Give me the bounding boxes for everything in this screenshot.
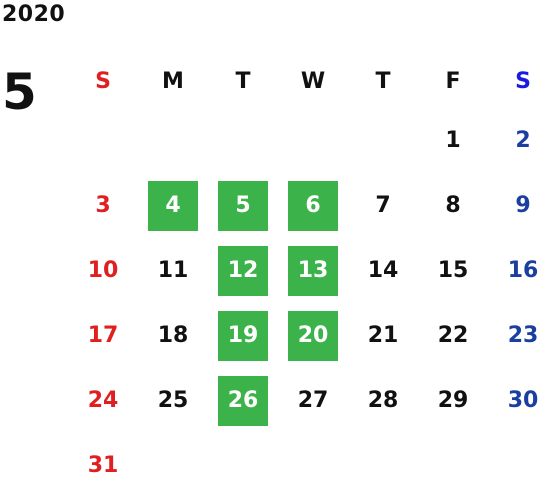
weekday-header-wed: W — [300, 69, 326, 94]
weekday-header-tue: T — [235, 69, 251, 94]
highlighted-day: 12 — [218, 245, 268, 296]
highlighted-day: 6 — [288, 180, 338, 231]
day-cell: 25 — [157, 388, 189, 413]
day-cell: 13 — [278, 238, 348, 303]
day-cell — [208, 433, 278, 498]
day-cell — [278, 108, 348, 173]
day-cell: 4 — [138, 173, 208, 238]
day-cell: 27 — [297, 388, 329, 413]
day-cell: 29 — [437, 388, 469, 413]
highlighted-day: 4 — [148, 180, 198, 231]
weekday-header-sun: S — [95, 69, 111, 94]
day-cell: 9 — [515, 193, 531, 218]
weekday-header-mon: M — [162, 69, 184, 94]
day-cell — [208, 108, 278, 173]
highlighted-day: 5 — [218, 180, 268, 231]
year-label: 2020 — [2, 2, 66, 27]
day-cell: 1 — [445, 128, 461, 153]
day-cell: 16 — [507, 258, 539, 283]
day-cell: 6 — [278, 173, 348, 238]
day-cell: 15 — [437, 258, 469, 283]
day-cell: 18 — [157, 323, 189, 348]
day-cell: 30 — [507, 388, 539, 413]
day-cell: 7 — [375, 193, 391, 218]
day-cell: 12 — [208, 238, 278, 303]
day-cell: 10 — [87, 258, 119, 283]
day-cell — [348, 433, 418, 498]
day-cell — [348, 108, 418, 173]
weekday-header-thu: T — [375, 69, 391, 94]
day-cell: 17 — [87, 323, 119, 348]
day-cell: 5 — [208, 173, 278, 238]
highlighted-day: 20 — [288, 310, 338, 361]
day-cell: 20 — [278, 303, 348, 368]
day-cell — [68, 108, 138, 173]
day-cell: 24 — [87, 388, 119, 413]
weekday-header-sat: S — [515, 69, 531, 94]
calendar-grid: S M T W T F S 1 2 3 4 5 6 7 8 9 10 11 12… — [68, 55, 548, 498]
highlighted-day: 13 — [288, 245, 338, 296]
highlighted-day: 26 — [218, 375, 268, 426]
month-label: 5 — [2, 63, 37, 121]
day-cell: 19 — [208, 303, 278, 368]
day-cell: 11 — [157, 258, 189, 283]
day-cell: 14 — [367, 258, 399, 283]
day-cell — [138, 433, 208, 498]
day-cell — [488, 433, 548, 498]
day-cell: 8 — [445, 193, 461, 218]
day-cell: 31 — [87, 453, 119, 478]
highlighted-day: 19 — [218, 310, 268, 361]
day-cell: 3 — [95, 193, 111, 218]
day-cell: 26 — [208, 368, 278, 433]
day-cell: 22 — [437, 323, 469, 348]
day-cell — [138, 108, 208, 173]
day-cell — [418, 433, 488, 498]
day-cell: 28 — [367, 388, 399, 413]
day-cell: 21 — [367, 323, 399, 348]
day-cell: 23 — [507, 323, 539, 348]
day-cell — [278, 433, 348, 498]
day-cell: 2 — [515, 128, 531, 153]
weekday-header-fri: F — [445, 69, 461, 94]
